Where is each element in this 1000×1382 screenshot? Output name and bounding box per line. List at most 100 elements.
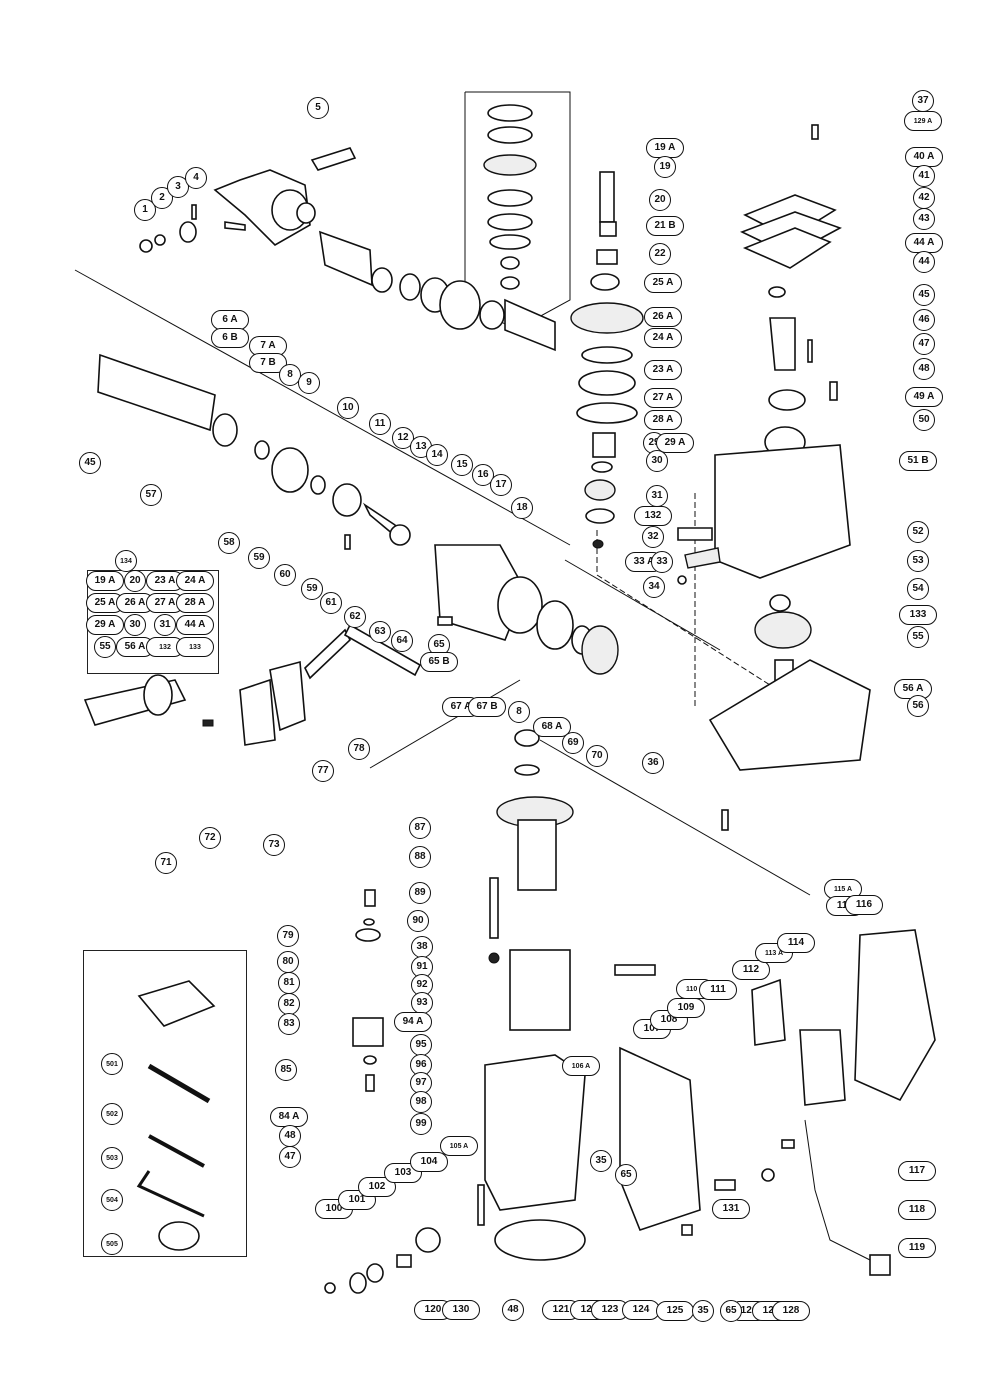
part-64 [389, 524, 411, 546]
part-label-8: 8 [279, 364, 301, 386]
part-502-drill-bit [147, 1063, 211, 1104]
part-label-49a: 49 A [905, 387, 943, 407]
part-label-14: 14 [426, 444, 448, 466]
accessory-label-501: 501 [101, 1053, 123, 1075]
part-label-37: 37 [912, 90, 934, 112]
part-label-78: 78 [348, 738, 370, 760]
part-121-fan-guide [494, 1219, 586, 1261]
part-61 [332, 483, 362, 517]
part-80 [363, 918, 375, 926]
part-label-48: 48 [913, 358, 935, 380]
part-label-51b: 51 B [899, 451, 937, 471]
part-label-59: 59 [248, 547, 270, 569]
part-23b [487, 213, 533, 231]
part-label-65: 65 [720, 1300, 742, 1322]
part-label-35: 35 [692, 1300, 714, 1322]
part-label-7b: 7 B [249, 353, 287, 373]
part-79 [364, 889, 376, 907]
kit-item-55: 55 [94, 636, 116, 658]
part-23a [578, 370, 636, 396]
part-label-102: 102 [358, 1177, 396, 1197]
part-label-71: 71 [155, 852, 177, 874]
part-label-17: 17 [490, 474, 512, 496]
part-71-flange [143, 674, 173, 716]
accessory-box [83, 950, 247, 1257]
part-label-90: 90 [407, 910, 429, 932]
accessory-label-502: 502 [101, 1103, 123, 1125]
part-15-bearing [439, 280, 481, 330]
part-label-19: 19 [654, 156, 676, 178]
part-label-124: 124 [622, 1300, 660, 1320]
part-label-46: 46 [913, 309, 935, 331]
part-label-43: 43 [913, 208, 935, 230]
part-label-27a: 27 A [644, 388, 682, 408]
part-60 [271, 447, 309, 493]
part-34-screw [677, 575, 687, 585]
part-95-stator [509, 949, 571, 1031]
part-11 [371, 267, 393, 293]
part-125 [681, 1224, 693, 1236]
kit-item-20: 20 [124, 570, 146, 592]
part-62-pin [344, 534, 351, 550]
part-label-61: 61 [320, 592, 342, 614]
accessory-label-504: 504 [101, 1189, 123, 1211]
part-label-40a: 40 A [905, 147, 943, 167]
part-label-53: 53 [907, 550, 929, 572]
part-label-104: 104 [410, 1152, 448, 1172]
part-84a [363, 1055, 377, 1065]
part-33-switch [684, 547, 721, 569]
part-label-109: 109 [667, 998, 705, 1018]
part-102 [366, 1263, 384, 1283]
part-92-bolt [489, 877, 499, 939]
part-label-128: 128 [772, 1301, 810, 1321]
part-label-44: 44 [913, 251, 935, 273]
part-88 [514, 764, 540, 776]
part-label-56: 56 [907, 695, 929, 717]
part-81 [355, 928, 381, 942]
part-label-21b: 21 B [646, 216, 684, 236]
part-label-84a: 84 A [270, 1107, 308, 1127]
part-65-bolt [437, 616, 453, 626]
part-label-48: 48 [279, 1125, 301, 1147]
part-90-armature [517, 819, 557, 891]
part-label-133: 133 [899, 605, 937, 625]
kit-item-30: 30 [124, 614, 146, 636]
part-label-19a: 19 A [646, 138, 684, 158]
part-label-69: 69 [562, 732, 584, 754]
part-label-48: 48 [502, 1299, 524, 1321]
part-label-63: 63 [369, 621, 391, 643]
part-46-pin [807, 339, 813, 363]
part-label-52: 52 [907, 521, 929, 543]
part-43 [768, 286, 786, 298]
part-label-95: 95 [410, 1034, 432, 1056]
part-77-bolt [304, 628, 351, 680]
gear-kit-outline [464, 91, 571, 331]
part-104 [415, 1227, 441, 1253]
part-label-42: 42 [913, 187, 935, 209]
part-label-99: 99 [410, 1113, 432, 1135]
kit-134-label: 134 [115, 550, 137, 572]
part-label-5: 5 [307, 97, 329, 119]
part-6-bolt [224, 221, 246, 231]
part-label-60: 60 [274, 564, 296, 586]
part-label-45: 45 [913, 284, 935, 306]
part-label-70: 70 [586, 745, 608, 767]
part-label-6a: 6 A [211, 310, 249, 330]
part-42 [742, 227, 832, 269]
part-132 [592, 539, 604, 549]
part-label-118: 118 [898, 1200, 936, 1220]
kit-item-28a: 28 A [176, 593, 214, 613]
part-501-case [137, 980, 216, 1027]
part-57-cylinder [97, 353, 216, 432]
guide-line [564, 559, 721, 651]
part-21b [596, 249, 618, 265]
part-label-88: 88 [409, 846, 431, 868]
guide-line [369, 679, 521, 769]
part-label-24a: 24 A [644, 328, 682, 348]
part-label-1: 1 [134, 199, 156, 221]
part-1 [139, 239, 153, 253]
part-107-brush [614, 964, 656, 976]
part-label-31: 31 [646, 485, 668, 507]
part-label-83: 83 [278, 1013, 300, 1035]
